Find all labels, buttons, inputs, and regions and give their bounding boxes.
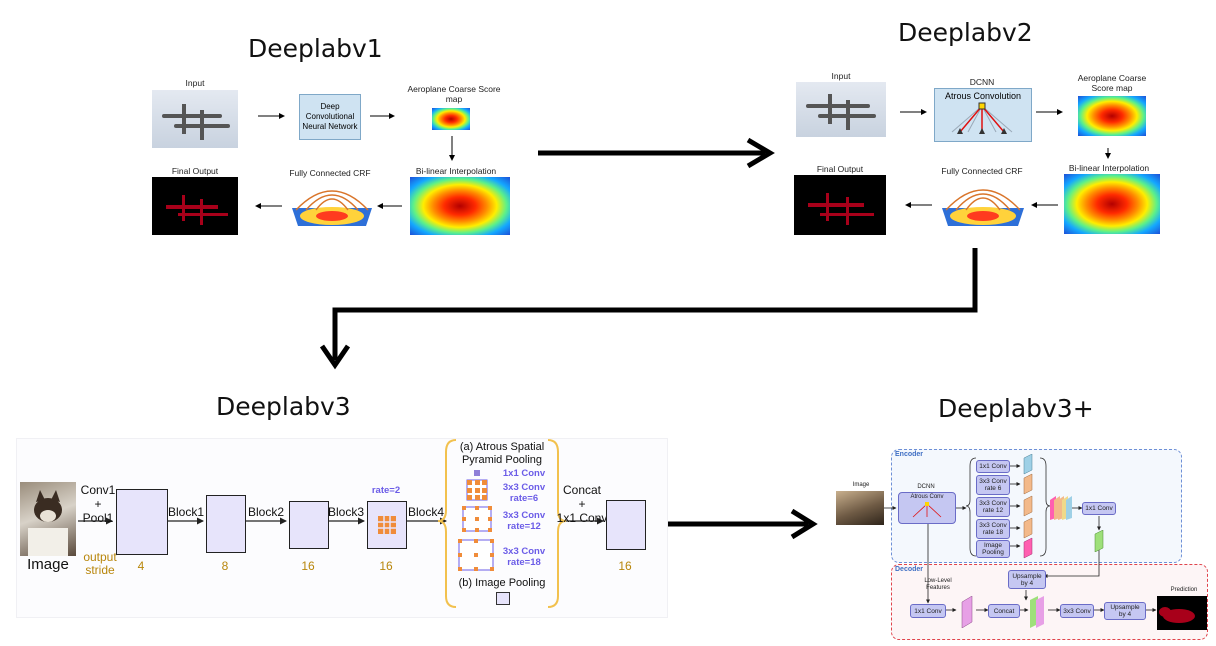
v1-dcnn-box: Deep Convolutional Neural Network (299, 94, 361, 140)
v2-atrous-graphic (951, 102, 1013, 134)
v2-crf-label: Fully Connected CRF (941, 166, 1023, 176)
v1-crf-image (292, 190, 372, 226)
v3-block3-label: Block3 (328, 505, 365, 519)
title-deeplabv3: Deeplabv3 (216, 392, 351, 421)
v3plus-prediction-image (1157, 596, 1207, 630)
title-deeplabv2: Deeplabv2 (898, 18, 1033, 47)
v1-final-image (152, 177, 238, 235)
v3-block2-label: Block2 (248, 505, 285, 519)
v3-stride-5: 16 (618, 559, 632, 573)
v3plus-prediction-label: Prediction (1170, 587, 1198, 593)
v3-block1-label: Block1 (168, 505, 205, 519)
v3plus-dec-conv3x3: 3x3 Conv (1060, 604, 1094, 618)
v3plus-dcnn-label: DCNN (917, 484, 935, 490)
v3-concat-label: Concat + 1x1 Conv (556, 483, 608, 525)
v2-interp-image (1064, 174, 1160, 234)
v3-input-image (20, 482, 76, 556)
v3plus-encoder-label: Encoder (895, 451, 924, 458)
title-deeplabv1: Deeplabv1 (248, 34, 383, 63)
v3plus-dec-upsample-2: Upsample by 4 (1104, 602, 1146, 620)
v3plus-enc-conv-rate12: 3x3 Conv rate 12 (976, 497, 1010, 517)
v1-input-image (152, 90, 238, 148)
v3plus-dec-concat: Concat (988, 604, 1020, 618)
v3plus-dec-upsample-1: Upsample by 4 (1008, 570, 1046, 589)
v2-final-label: Final Output (816, 164, 864, 174)
v3-aspp-conv1x1: 1x1 Conv (502, 468, 546, 479)
v3-aspp-conv-rate12: 3x3 Conv rate=12 (502, 510, 546, 532)
v3-image-label: Image (27, 556, 69, 573)
arrow-v2-to-v3 (332, 248, 978, 360)
v3-image-pooling-box (496, 592, 510, 605)
v3-stride-3: 16 (301, 559, 315, 573)
v2-input-label: Input (831, 71, 851, 81)
v1-input-label: Input (185, 78, 205, 88)
v3plus-enc-conv1x1: 1x1 Conv (976, 460, 1010, 473)
v3-feature-map-2 (206, 495, 246, 553)
v3plus-low-level-label: Low-Level Features (924, 578, 952, 591)
v3plus-decoder-label: Decoder (895, 566, 924, 573)
v3plus-input-image (836, 491, 884, 525)
v3-image-pooling-label: (b) Image Pooling (458, 577, 546, 589)
v3-aspp-conv-rate6: 3x3 Conv rate=6 (502, 482, 546, 504)
v3plus-enc-conv-rate6: 3x3 Conv rate 6 (976, 475, 1010, 495)
v3plus-branch-features (1023, 454, 1033, 559)
v3plus-dcnn-box: Atrous Conv (898, 492, 956, 524)
v3plus-decoder-panel (891, 564, 1208, 640)
v3-kernel-rate18 (458, 539, 494, 571)
v3plus-atrous-label: Atrous Conv (910, 494, 944, 500)
v3-feature-map-4 (367, 501, 407, 549)
v3-feature-map-1 (116, 489, 168, 555)
v1-interp-label: Bi-linear Interpolation (415, 166, 497, 176)
v3plus-concat-features (1050, 496, 1072, 520)
v2-score-map-image (1078, 96, 1146, 136)
v3plus-enc-image-pooling: Image Pooling (976, 540, 1010, 558)
v1-interp-image (410, 177, 510, 235)
v2-input-image (796, 82, 886, 137)
v3-output-map (606, 500, 646, 550)
v2-score-map-label: Aeroplane Coarse Score map (1077, 73, 1147, 93)
v3-kernel-rate12 (462, 506, 492, 532)
v3-stride-1: 4 (137, 559, 145, 573)
v3-stride-4: 16 (379, 559, 393, 573)
v3-block4-label: Block4 (407, 505, 445, 519)
v2-crf-image (942, 189, 1024, 226)
v3-conv1x1-kernel (474, 470, 480, 476)
v3plus-dec-conv1x1: 1x1 Conv (910, 604, 946, 618)
v2-interp-label: Bi-linear Interpolation (1068, 163, 1150, 173)
v3-kernel-rate6 (466, 479, 488, 501)
v3plus-dec-concat-feature (1030, 596, 1044, 628)
v3-feature-map-3 (289, 501, 329, 549)
v3-aspp-title: (a) Atrous Spatial Pyramid Pooling (459, 441, 545, 466)
v2-atrous-label: Atrous Convolution (944, 91, 1022, 101)
v1-score-map-label: Aeroplane Coarse Score map (407, 84, 501, 104)
v2-final-image (794, 175, 886, 235)
v3plus-enc-conv-rate18: 3x3 Conv rate 18 (976, 519, 1010, 539)
title-deeplabv3plus: Deeplabv3+ (938, 394, 1094, 423)
v3-conv1-label: Conv1 + Pool1 (80, 483, 116, 525)
v3plus-enc-output-conv: 1x1 Conv (1082, 502, 1116, 515)
v1-score-map-image (432, 108, 470, 130)
v3-output-stride-label: output stride (83, 550, 117, 577)
v3plus-enc-output-feature (1094, 530, 1104, 552)
v2-dcnn-label: DCNN (969, 77, 995, 87)
v3-aspp-conv-rate18: 3x3 Conv rate=18 (502, 546, 546, 568)
v1-crf-label: Fully Connected CRF (289, 168, 371, 178)
v1-final-label: Final Output (171, 166, 219, 176)
v3plus-dec-low-level-feature (961, 596, 973, 628)
v3plus-image-label: Image (852, 482, 870, 488)
v3-rate-label: rate=2 (371, 485, 401, 496)
v3-stride-2: 8 (221, 559, 229, 573)
